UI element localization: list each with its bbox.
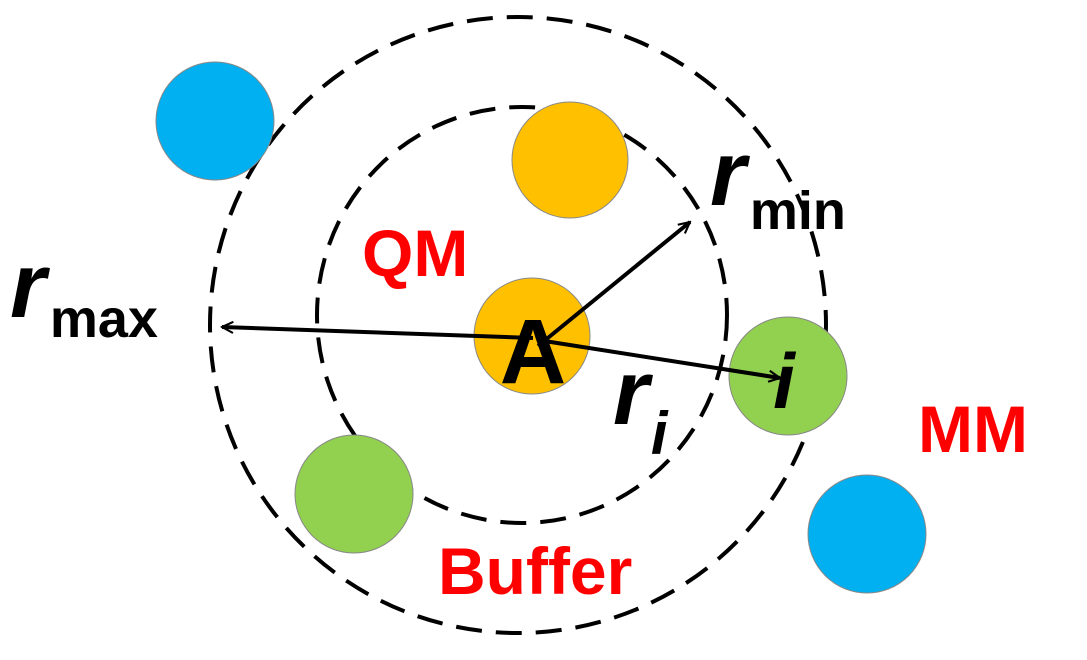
r-max-symbol: r	[10, 235, 50, 337]
r-max-subscript: max	[50, 289, 158, 349]
r-i-label: ri	[613, 342, 669, 467]
r-min-arrow	[536, 220, 690, 348]
qm-region-label: QM	[362, 216, 468, 290]
r-min-label: rmin	[710, 123, 846, 241]
r-i-symbol: r	[613, 342, 653, 444]
buffer-atom-i	[728, 316, 848, 436]
mm-atom-bottom-right	[807, 474, 927, 594]
r-i-arrow	[537, 338, 780, 378]
outer-boundary-rmax	[208, 15, 828, 635]
center-atom-label: A	[500, 301, 566, 403]
r-min-subscript: min	[750, 181, 846, 241]
inner-boundary-rmin	[315, 105, 729, 525]
mm-region-label: MM	[918, 392, 1028, 466]
r-max-arrow	[222, 327, 534, 340]
r-i-subscript: i	[651, 400, 669, 467]
atom-i-label: i	[773, 337, 796, 425]
r-max-label: rmax	[10, 235, 158, 349]
r-min-symbol: r	[710, 123, 750, 225]
mm-atom-top-left	[155, 61, 275, 181]
qm-atom-top	[511, 101, 629, 219]
buffer-region-label: Buffer	[438, 534, 632, 608]
buffer-atom-bottom-left	[294, 434, 414, 554]
